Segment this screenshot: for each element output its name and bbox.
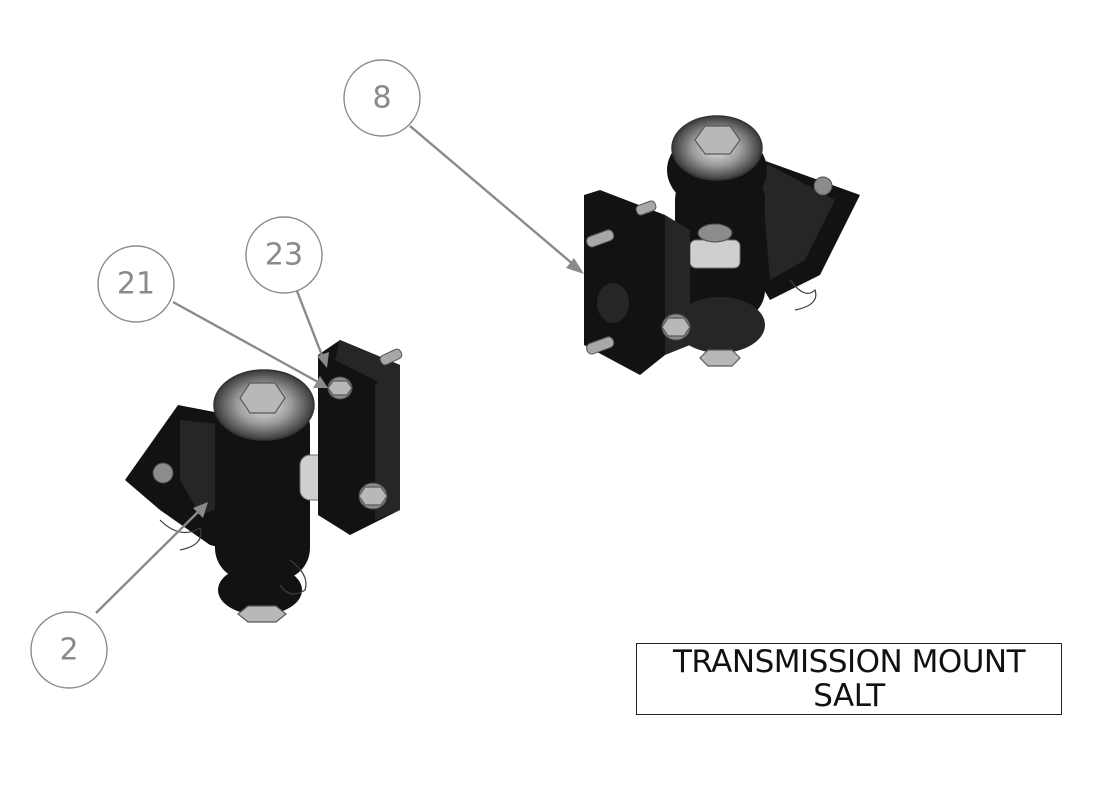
title-line-1: TRANSMISSION MOUNT — [672, 644, 1026, 680]
balloon-8-label: 8 — [372, 81, 391, 116]
leader-2 — [95, 502, 208, 614]
balloon-2-label: 2 — [59, 633, 78, 668]
title-block: TRANSMISSION MOUNT SALT — [636, 643, 1062, 715]
balloon-8: 8 — [343, 59, 421, 137]
balloon-21: 21 — [97, 245, 175, 323]
leader-21 — [172, 300, 328, 388]
balloon-23-label: 23 — [265, 238, 303, 273]
balloon-23: 23 — [245, 216, 323, 294]
balloon-2: 2 — [30, 611, 108, 689]
transmission-mount-assembly-left — [125, 340, 403, 623]
leader-23 — [295, 290, 329, 368]
transmission-mount-assembly-right — [584, 115, 860, 375]
balloon-21-label: 21 — [117, 267, 155, 302]
leader-8 — [409, 125, 584, 274]
title-line-2: SALT — [813, 678, 885, 714]
